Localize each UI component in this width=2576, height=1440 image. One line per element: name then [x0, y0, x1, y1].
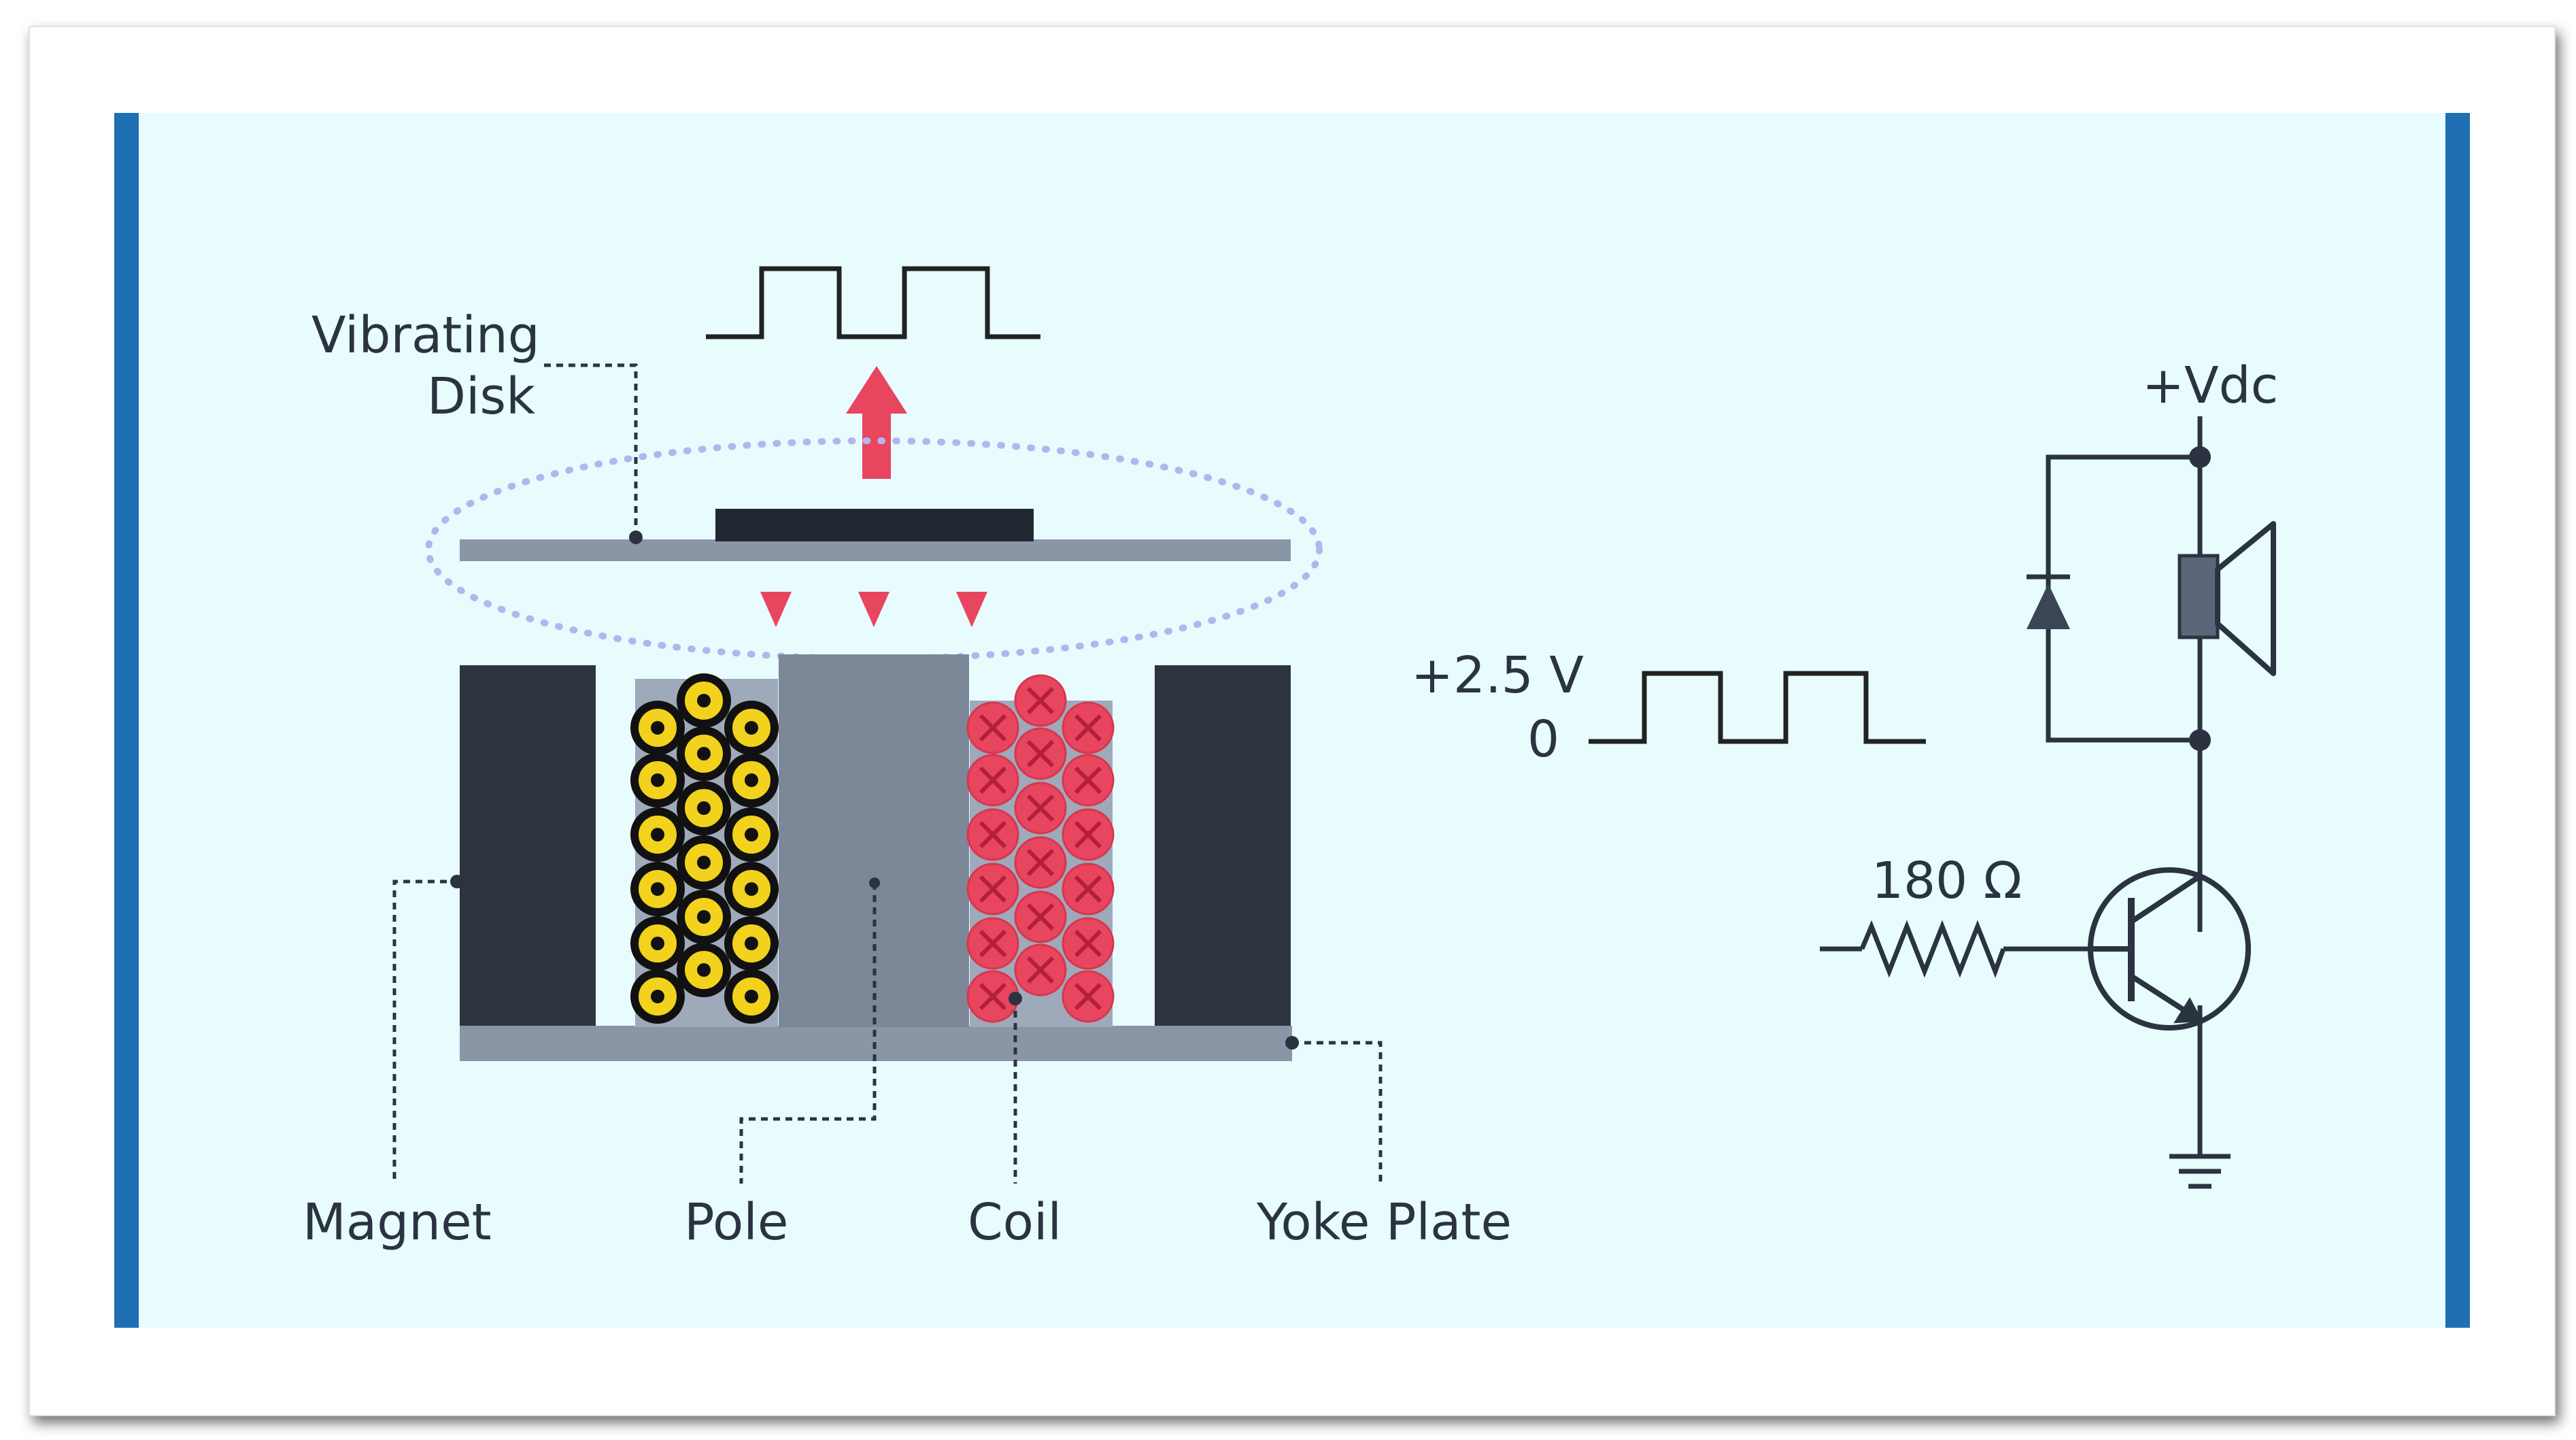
leader-dots — [450, 531, 1299, 1050]
input-square-wave — [1589, 671, 1926, 744]
ground-icon — [2169, 1154, 2231, 1189]
label-coil: Coil — [968, 1193, 1062, 1252]
pole — [779, 654, 969, 1027]
vibrating-disk — [460, 509, 1291, 561]
speaker-icon — [2177, 521, 2276, 676]
label-input-high: +2.5 V — [1411, 646, 1584, 705]
motion-arrow-icon — [846, 366, 907, 479]
vdc-node — [2189, 446, 2211, 751]
label-vibrating-disk-2: Disk — [427, 367, 535, 426]
label-vibrating-disk: Vibrating — [311, 306, 540, 365]
coil-winding-out — [634, 677, 775, 1020]
label-magnet: Magnet — [303, 1193, 492, 1252]
diode-icon — [2027, 574, 2070, 629]
field-arrow-icons — [760, 592, 987, 627]
label-yoke-plate: Yoke Plate — [1256, 1193, 1512, 1252]
magnet-left — [460, 665, 596, 1026]
label-resistor: 180 Ω — [1871, 852, 2022, 910]
right-border-bar — [2445, 113, 2470, 1328]
driver-circuit — [1820, 416, 2203, 1156]
label-vdc: +Vdc — [2142, 356, 2278, 415]
label-input-low: 0 — [1527, 710, 1559, 769]
magnet-right — [1155, 665, 1291, 1026]
leader-lines — [392, 363, 1383, 1184]
left-border-bar — [114, 113, 139, 1328]
transistor-icon — [2088, 867, 2251, 1031]
label-pole: Pole — [684, 1193, 788, 1252]
output-square-wave — [706, 266, 1040, 339]
